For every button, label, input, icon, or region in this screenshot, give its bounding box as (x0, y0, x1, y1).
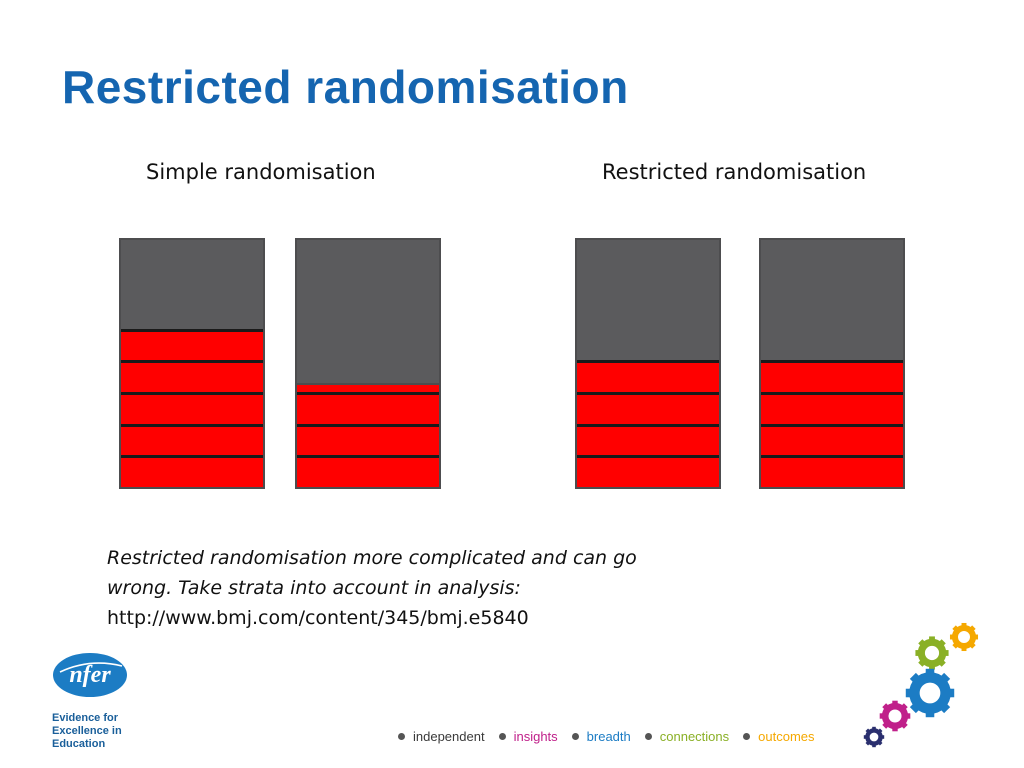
allocation-block (577, 455, 719, 487)
allocation-block (577, 392, 719, 424)
page-title: Restricted randomisation (62, 61, 629, 113)
tagline-line-3: Education (52, 738, 106, 750)
allocation-block (121, 360, 263, 393)
simple-arm-b-column (295, 238, 441, 489)
allocation-block (297, 455, 439, 487)
note-line-2: wrong. Take strata into account in analy… (107, 577, 521, 599)
note-url-link[interactable]: http://www.bmj.com/content/345/bmj.e5840 (107, 607, 529, 629)
allocation-block (297, 392, 439, 424)
bullet-icon (644, 733, 652, 740)
gear-icon (949, 622, 979, 652)
allocation-block (577, 360, 719, 393)
restricted-arm-a-column (575, 238, 721, 489)
simple-arm-a-column (119, 238, 265, 489)
allocation-block (761, 423, 903, 456)
tagline-line-2: Excellence in (52, 725, 122, 737)
gear-icon (915, 636, 949, 670)
tagline-line-1: Evidence for (52, 712, 119, 724)
restricted-randomisation-label: Restricted randomisation (602, 160, 867, 184)
bullet-icon (398, 733, 405, 740)
footer-word-breadth: breadth (586, 729, 631, 744)
allocation-block (297, 423, 439, 456)
restricted-arm-b-column (759, 238, 905, 489)
nfer-tagline: Evidence for Excellence in Education (52, 712, 122, 751)
allocation-block-partial (297, 382, 439, 393)
allocation-block (121, 328, 263, 361)
footer-values: independent insights breadth connections… (398, 729, 829, 744)
allocation-block (577, 423, 719, 456)
footer-word-independent: independent (413, 729, 485, 744)
allocation-block (761, 360, 903, 393)
bullet-icon (571, 733, 579, 740)
allocation-block (121, 455, 263, 487)
simple-randomisation-label: Simple randomisation (146, 160, 376, 184)
footer-word-insights: insights (513, 729, 558, 744)
bullet-icon (743, 733, 751, 740)
allocation-block (761, 455, 903, 487)
allocation-block (121, 392, 263, 424)
allocation-block (121, 423, 263, 456)
gear-icon (863, 726, 885, 748)
gear-icon (879, 700, 911, 732)
gears-decoration (863, 622, 979, 748)
note-line-1: Restricted randomisation more complicate… (107, 547, 637, 569)
note-text: Restricted randomisation more complicate… (107, 543, 727, 633)
footer-word-connections: connections (659, 729, 730, 744)
gear-icon (905, 668, 955, 718)
allocation-block (761, 392, 903, 424)
footer-word-outcomes: outcomes (758, 729, 815, 744)
nfer-logo: nfer (53, 653, 127, 697)
bullet-icon (498, 733, 506, 740)
nfer-logo-text: nfer (69, 662, 111, 688)
